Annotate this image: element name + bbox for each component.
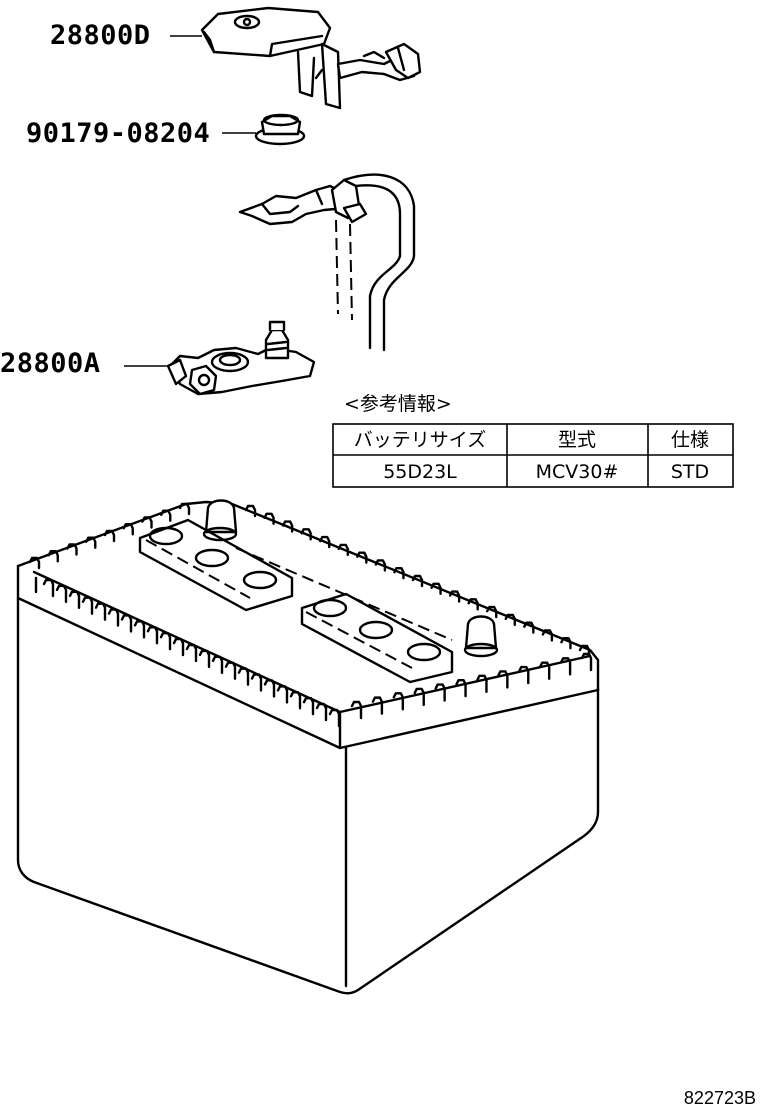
lid-ridge [263,679,276,698]
lid-ridge [159,631,172,651]
lid-ridge [133,620,146,639]
lid-ridge [315,702,328,722]
lid-ridge [319,535,331,549]
header-model: 型式 [558,429,596,451]
lid-ridge [55,584,68,604]
lid-ridge [146,626,159,645]
reference-table [332,423,734,488]
lid-ridge [122,523,134,536]
lid-ridge [281,520,294,533]
label-90179-08204[interactable]: 90179-08204 [26,118,210,149]
cell-battery-size: 55D23L [383,461,457,483]
lid-ridge [211,655,224,675]
lid-ridge [371,696,384,715]
lid-ridge [413,687,425,707]
lid-ridge [392,692,405,711]
lid-ridge [42,578,55,598]
lid-ridge [467,598,479,611]
lid-ridge [518,665,530,685]
lid-ridge [94,602,107,621]
lid-ridge [578,644,591,658]
lid-ridge [504,613,516,627]
lid-ridge [411,574,424,588]
lid-ridge [250,673,263,692]
lid-ridge [393,567,405,580]
lid-ridge [237,667,250,686]
lid-ridge [337,543,349,557]
battery-clamp-drawing [166,320,316,396]
lid-ridge [486,605,498,619]
lid-ridge [81,596,94,615]
lid-ridge [476,674,488,694]
cable-drawing [238,173,416,352]
lid-ridge [430,582,442,595]
lid-ridge [523,621,535,634]
lid-ridge [559,657,572,676]
lid-ridge [160,509,172,522]
lid-ridge [350,700,363,720]
terminal-cover-drawing [200,6,422,110]
battery-drawing [16,499,600,995]
label-28800D[interactable]: 28800D [50,20,151,51]
reference-caption: <参考情報> [344,393,452,415]
lid-ridge [300,528,312,541]
lid-rim-back [28,502,591,658]
lid-ridge [47,550,59,563]
lid-ridge [68,590,81,610]
lid-ridge [434,683,446,702]
nut-drawing [254,113,306,146]
label-28800A[interactable]: 28800A [0,348,101,379]
cell-model: MCV30# [536,461,619,483]
lid-rim-front [42,578,593,728]
lid-ridge [28,556,41,570]
lid-ridge [185,643,198,663]
lid-ridge [541,629,554,642]
lid-ridge [374,559,387,572]
lid-ridge [85,536,97,549]
lid-ridge [455,678,467,698]
lid-ridge [103,529,116,543]
lid-ridge [448,590,461,603]
lid-ridge [172,637,185,657]
lid-ridge [328,708,341,728]
lid-ridge [263,512,275,525]
lid-ridge [538,661,551,680]
lid-ridge [178,502,191,516]
figure-code: 822723B [684,1088,756,1108]
lid-ridge [66,543,78,556]
lid-ridge [244,504,257,518]
lid-ridge [560,637,572,650]
lid-ridge [356,551,368,564]
lid-ridge [302,696,315,716]
lid-ridge [107,608,120,627]
lid-ridge [276,685,289,704]
header-battery-size: バッテリサイズ [354,429,486,451]
lid-ridge [141,516,153,529]
lid-ridge [120,614,133,633]
header-spec: 仕様 [671,429,709,451]
lid-ridge [224,661,237,680]
lid-ridge [198,649,211,669]
lid-ridge [289,691,302,710]
cell-spec: STD [671,461,709,483]
lid-ridge [497,670,509,689]
